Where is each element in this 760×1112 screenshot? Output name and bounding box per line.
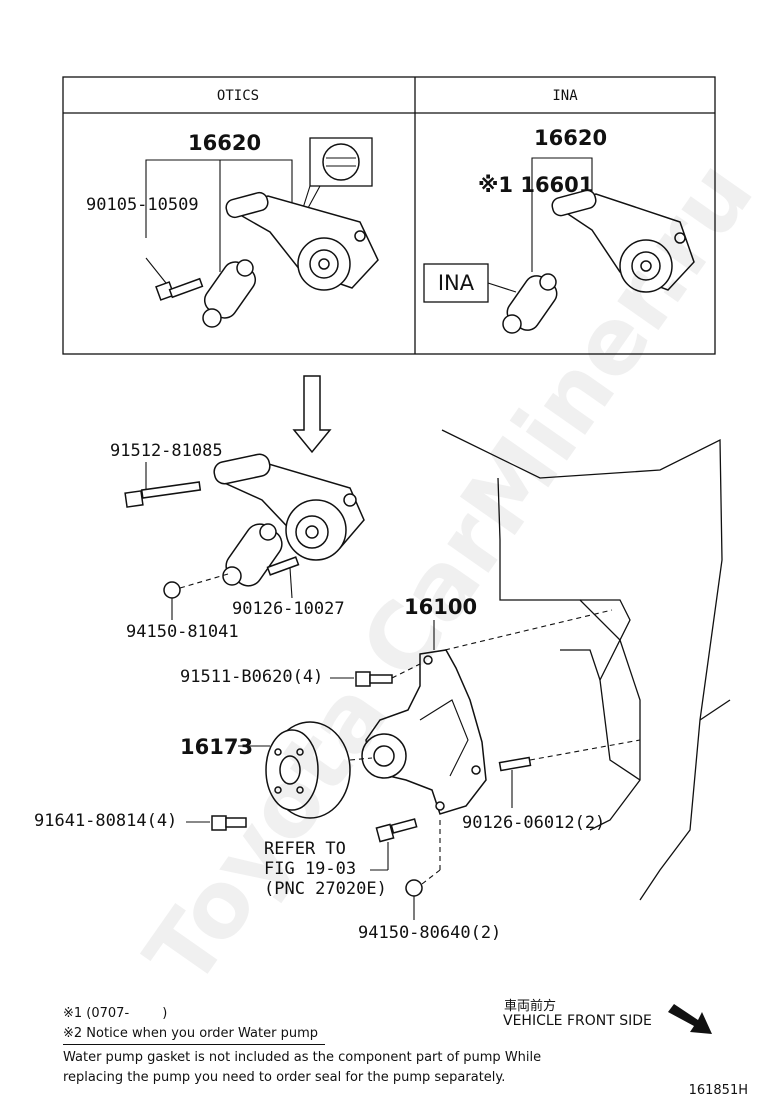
bolt-long-drawing [124,481,202,508]
stud-drawing [266,556,300,576]
direction-jp: 車両前方 [504,999,557,1014]
note-body-1: Water pump gasket is not included as the… [63,1050,542,1065]
pump-bolt-pn: 91511-B0620(4) [180,667,323,687]
otics-bolt-drawing [155,277,204,301]
note-1: ※1 (0707- ) [63,1006,168,1021]
otics-cell: 16620 90105-10509 [86,131,379,328]
ina-bracket-drawing [551,189,695,293]
otics-tensioner-drawing [202,259,257,328]
refer-line-3: (PNC 27020E) [264,879,387,899]
otics-bracket-drawing [225,191,379,291]
pulley-bolt-drawing [211,815,247,831]
detail-inset [309,137,373,187]
pulley-pn: 16173 [180,735,253,759]
water-pump-pn: 16100 [404,595,477,619]
ina-badge: INA [438,271,475,295]
pump-nut-pn: 94150-80640(2) [358,923,501,943]
water-pump-drawing [361,649,487,815]
pump-nut-drawing [405,879,423,897]
nut-drawing [163,581,181,599]
pump-stud-pn: 90126-06012(2) [462,813,605,833]
engine-block-drawing [441,429,731,901]
ina-tensioner-drawing [502,273,558,334]
pump-bolt-drawing [355,671,393,687]
stud-pn: 90126-10027 [232,599,345,619]
ina-tensioner-pn: 16620 [534,126,607,150]
note-body-2: replacing the pump you need to order sea… [63,1070,506,1085]
down-arrow-icon [292,375,332,454]
refer-line-1: REFER TO [264,839,346,859]
vehicle-front-arrow-icon [668,1004,712,1034]
otics-bolt-pn: 90105-10509 [86,195,199,215]
nut-pn: 94150-81041 [126,622,239,642]
figure-id: 161851H [689,1083,748,1098]
otics-tensioner-pn: 16620 [188,131,261,155]
variant-table: OTICS INA [62,76,716,355]
ina-cell: 16620 ※1 16601 INA [423,126,695,334]
bolt-long-pn: 91512-81085 [110,441,223,461]
pump-stud-drawing [498,756,532,772]
pulley-bolt-pn: 91641-80814(4) [34,811,177,831]
tensioner-cylinder-drawing [222,523,283,587]
note-2: ※2 Notice when you order Water pump [63,1026,318,1041]
direction-en: VEHICLE FRONT SIDE [503,1013,652,1029]
pulley-drawing [265,721,351,819]
tensioner-bracket-drawing [213,453,365,561]
refer-bolt-drawing [375,818,418,843]
table-header-otics: OTICS [217,88,259,104]
table-header-ina: INA [552,88,578,104]
note-divider [63,1044,325,1045]
refer-line-2: FIG 19-03 [264,859,356,879]
